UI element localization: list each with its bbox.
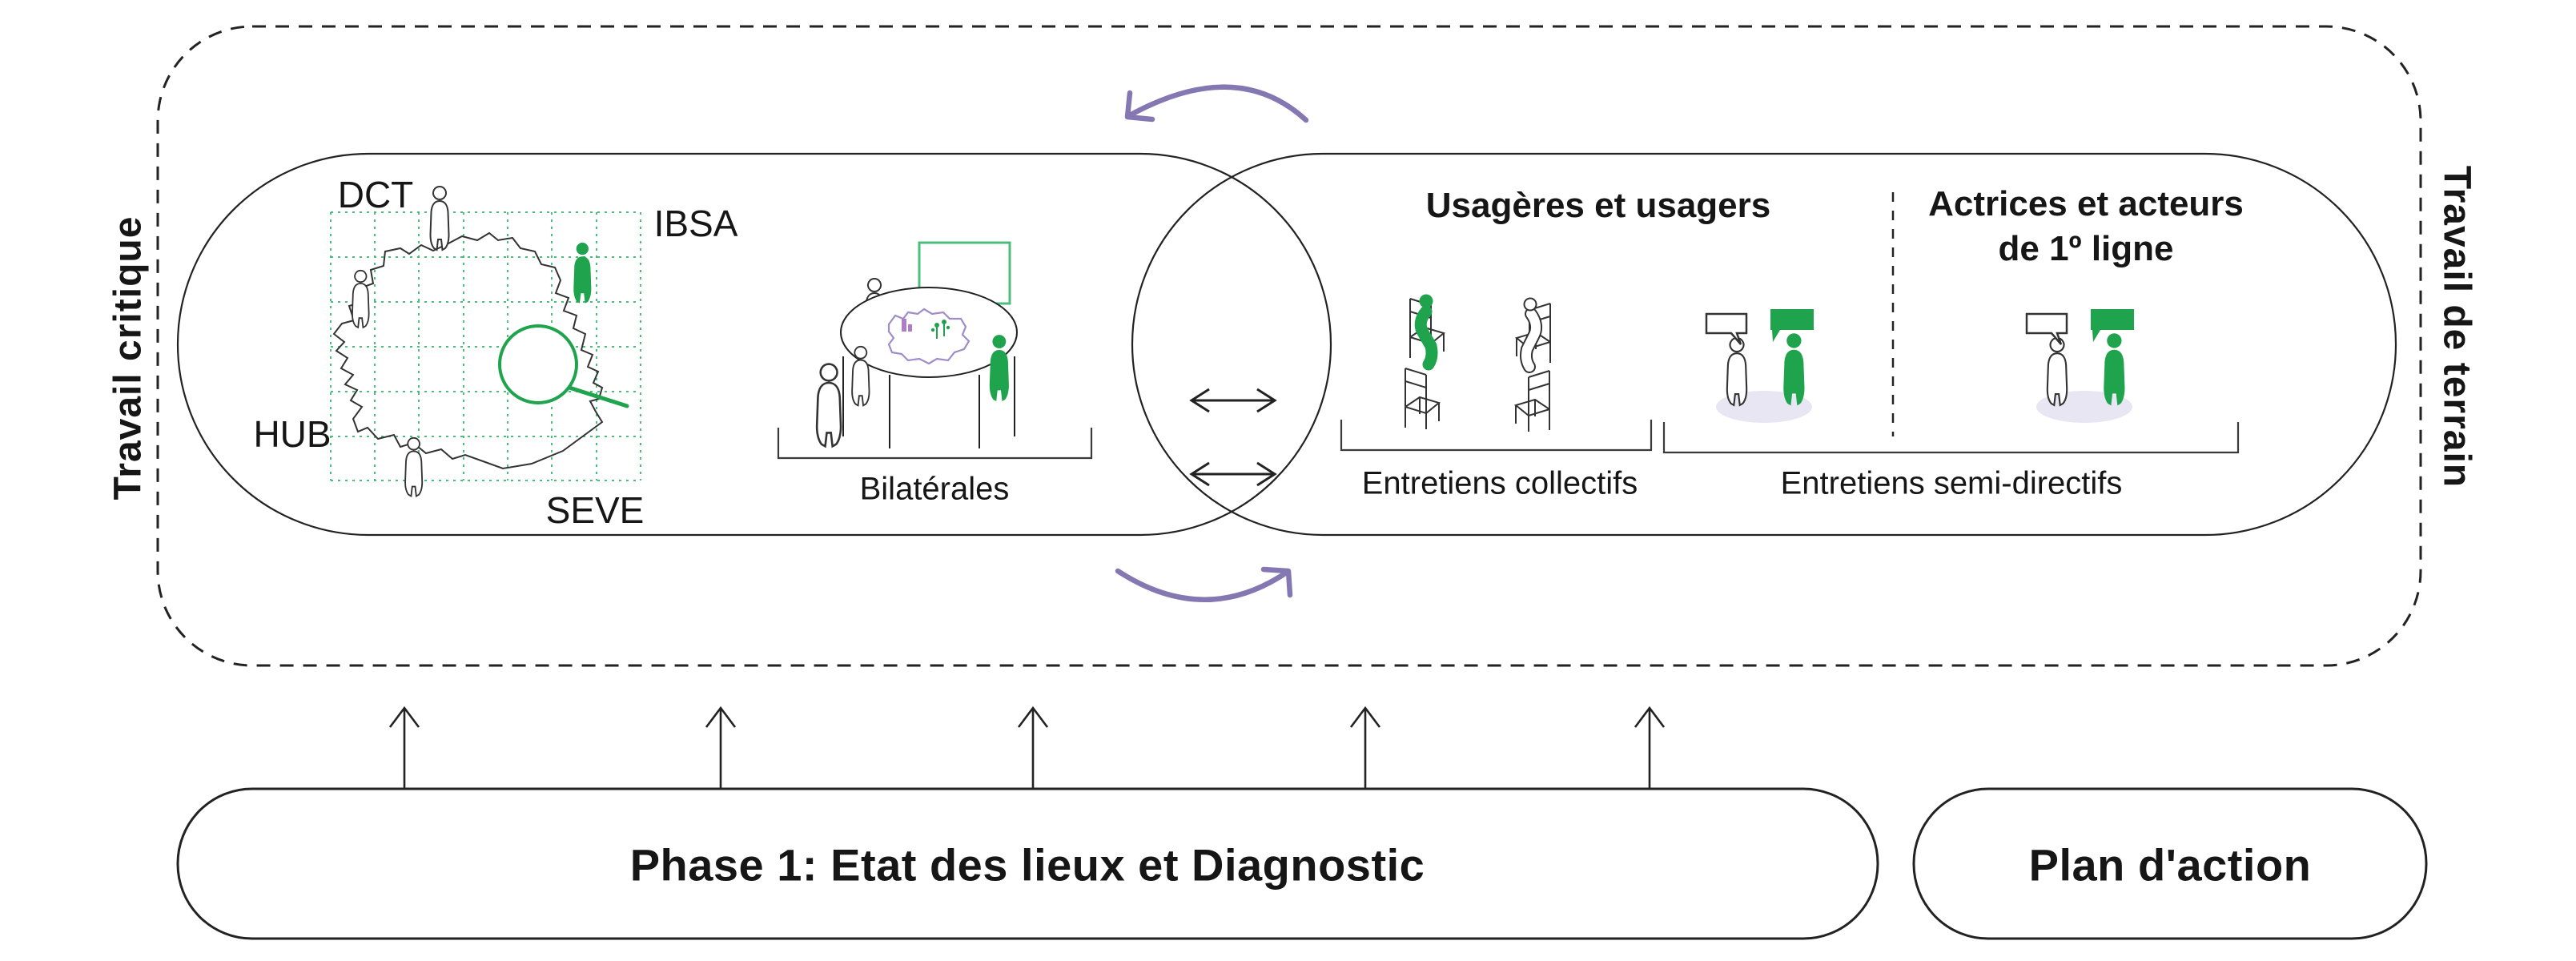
up-arrow-icon [1634,706,1666,789]
speech-bubble-icon [2025,312,2068,345]
critical-work-stadium [176,152,1332,537]
cycle-arrow-bottom-icon [1115,566,1293,602]
person-icon [851,345,870,407]
seated-green-person-icon [1414,294,1438,371]
green-speech-bubble-icon [1770,309,1814,342]
actors-heading-line2: de 1º ligne [1998,229,2174,268]
exchange-arrows-icon [1189,388,1277,487]
up-arrow-icon [1017,706,1049,789]
interview-pair-icon [2025,309,2134,423]
dashed-frame [156,25,2422,667]
bilaterales-bracket [777,428,1093,460]
actors-heading-line1: Actrices et acteurs [1928,184,2244,223]
table-plants-icon [930,320,950,339]
seated-person-icon [1520,297,1543,373]
person-icon [352,269,370,328]
phase1-label: Phase 1: Etat des lieux et Diagnostic [629,839,1425,891]
person-icon [815,363,842,448]
green-speech-bubble-icon [2091,309,2134,342]
table-chart-icon [902,319,912,332]
map-grid [330,211,641,481]
left-axis-label: Travail critique [106,215,150,501]
bilaterales-meeting-icon [777,241,1093,460]
speech-bubble-icon [1705,312,1748,345]
field-work-stadium [1131,152,2397,537]
up-arrow-icon [1349,706,1381,789]
up-arrow-icon [705,706,737,789]
users-heading: Usagères et usagers [1425,186,1771,225]
collectifs-bracket [1340,420,1653,452]
map-label-ibsa: IBSA [653,203,738,244]
region-outline [332,231,604,470]
phase1-pill [176,787,1879,940]
territory-map-icon [330,186,641,497]
magnifier-icon [498,324,629,408]
person-icon [404,436,424,497]
bilaterales-label: Bilatérales [859,471,1010,507]
right-axis-label: Travail de terrain [2435,165,2478,489]
map-label-hub: HUB [253,413,332,455]
person-icon [429,186,450,251]
plan-action-label: Plan d'action [2028,839,2312,891]
plan-action-pill [1912,787,2428,940]
semi-directifs-label: Entretiens semi-directifs [1780,465,2123,501]
up-arrow-icon [388,706,420,789]
up-arrows [388,706,1666,789]
map-label-dct: DCT [337,174,414,215]
semi-directifs-bracket [1662,422,2240,454]
table-icon [840,287,1018,378]
green-person-icon [573,242,592,304]
collectifs-label: Entretiens collectifs [1361,465,1638,501]
chair-icon [1515,370,1550,432]
table-map-icon [887,308,971,365]
chair-icon [1405,368,1440,430]
interview-pair-icon [1705,309,1814,423]
map-label-seve: SEVE [545,489,645,531]
cycle-arrow-top-icon [1124,84,1309,123]
